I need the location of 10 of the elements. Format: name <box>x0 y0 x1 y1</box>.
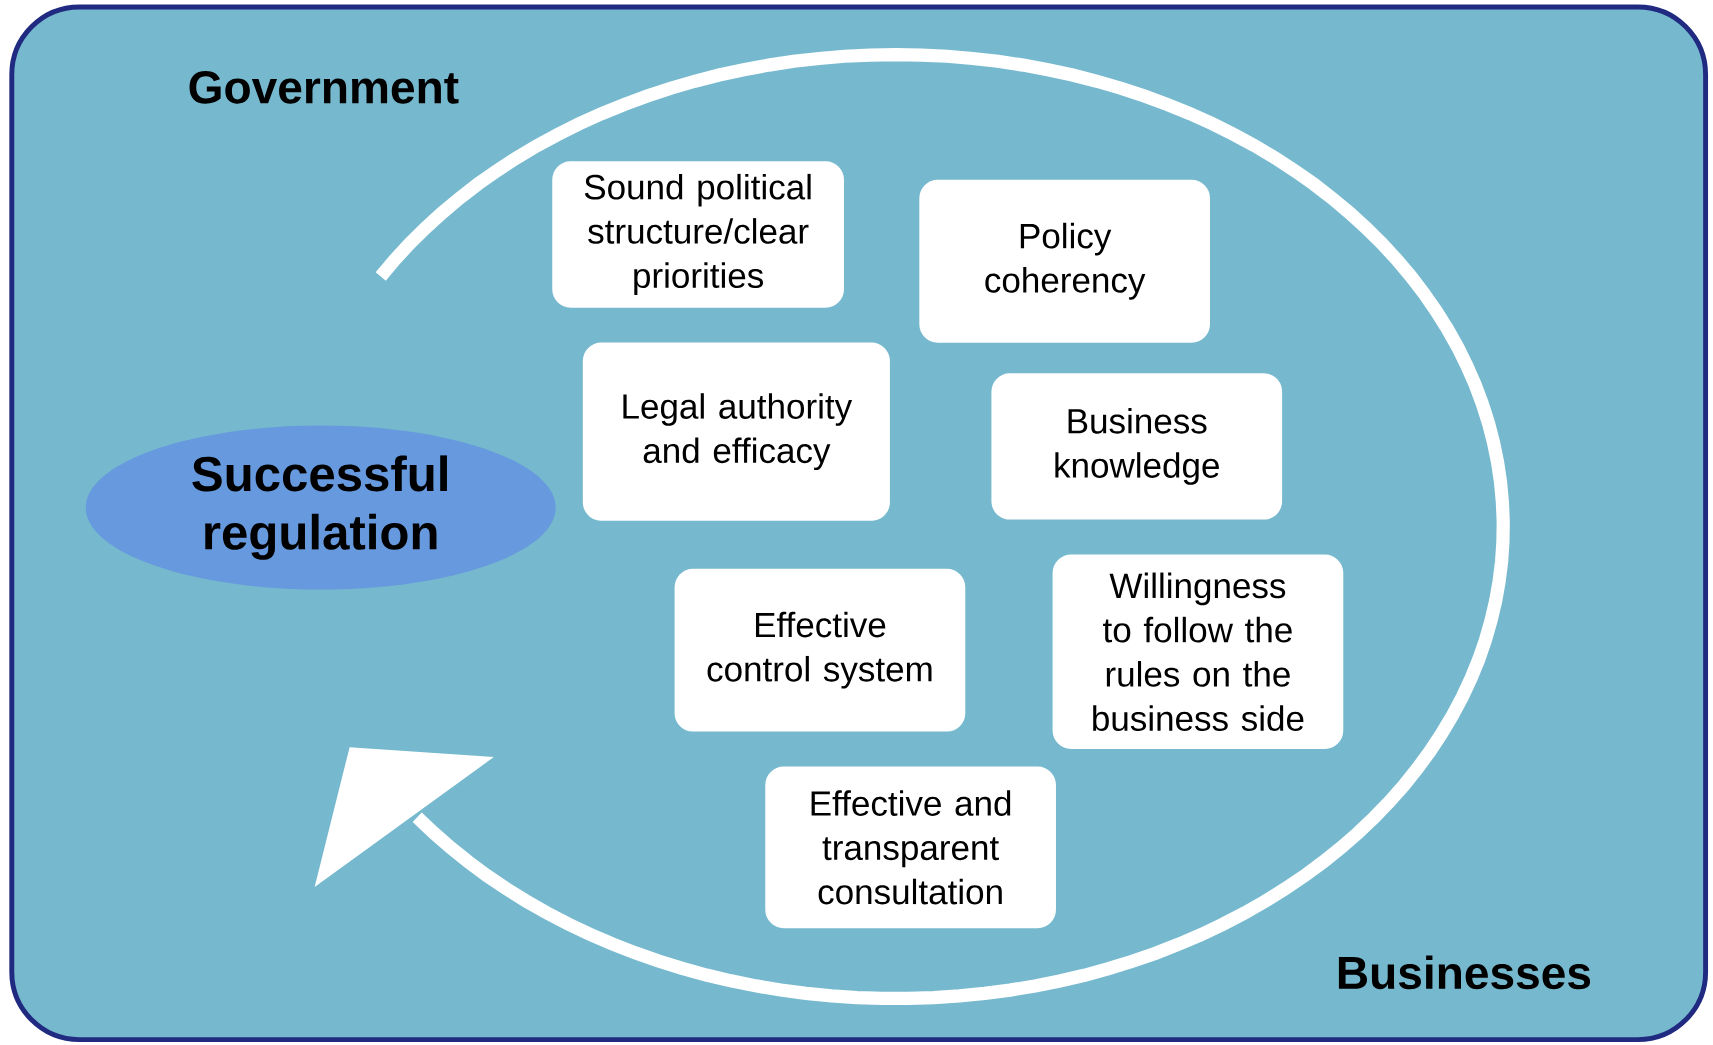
heading: Government <box>189 70 459 104</box>
text-box: Willingness to follow the rules on the business side <box>1052 554 1344 749</box>
text-box: Business knowledge <box>991 372 1283 520</box>
oval: Successful regulation <box>85 425 556 590</box>
heading: Businesses <box>1338 955 1591 989</box>
text-box: Policy coherency <box>919 179 1210 343</box>
text-box: Sound political structure/clear priorities <box>552 161 844 308</box>
text-box: Effective and transparent consultation <box>765 766 1056 928</box>
text-box: Effective control system <box>674 568 966 732</box>
text-box: Legal authority and efficacy <box>582 342 890 521</box>
